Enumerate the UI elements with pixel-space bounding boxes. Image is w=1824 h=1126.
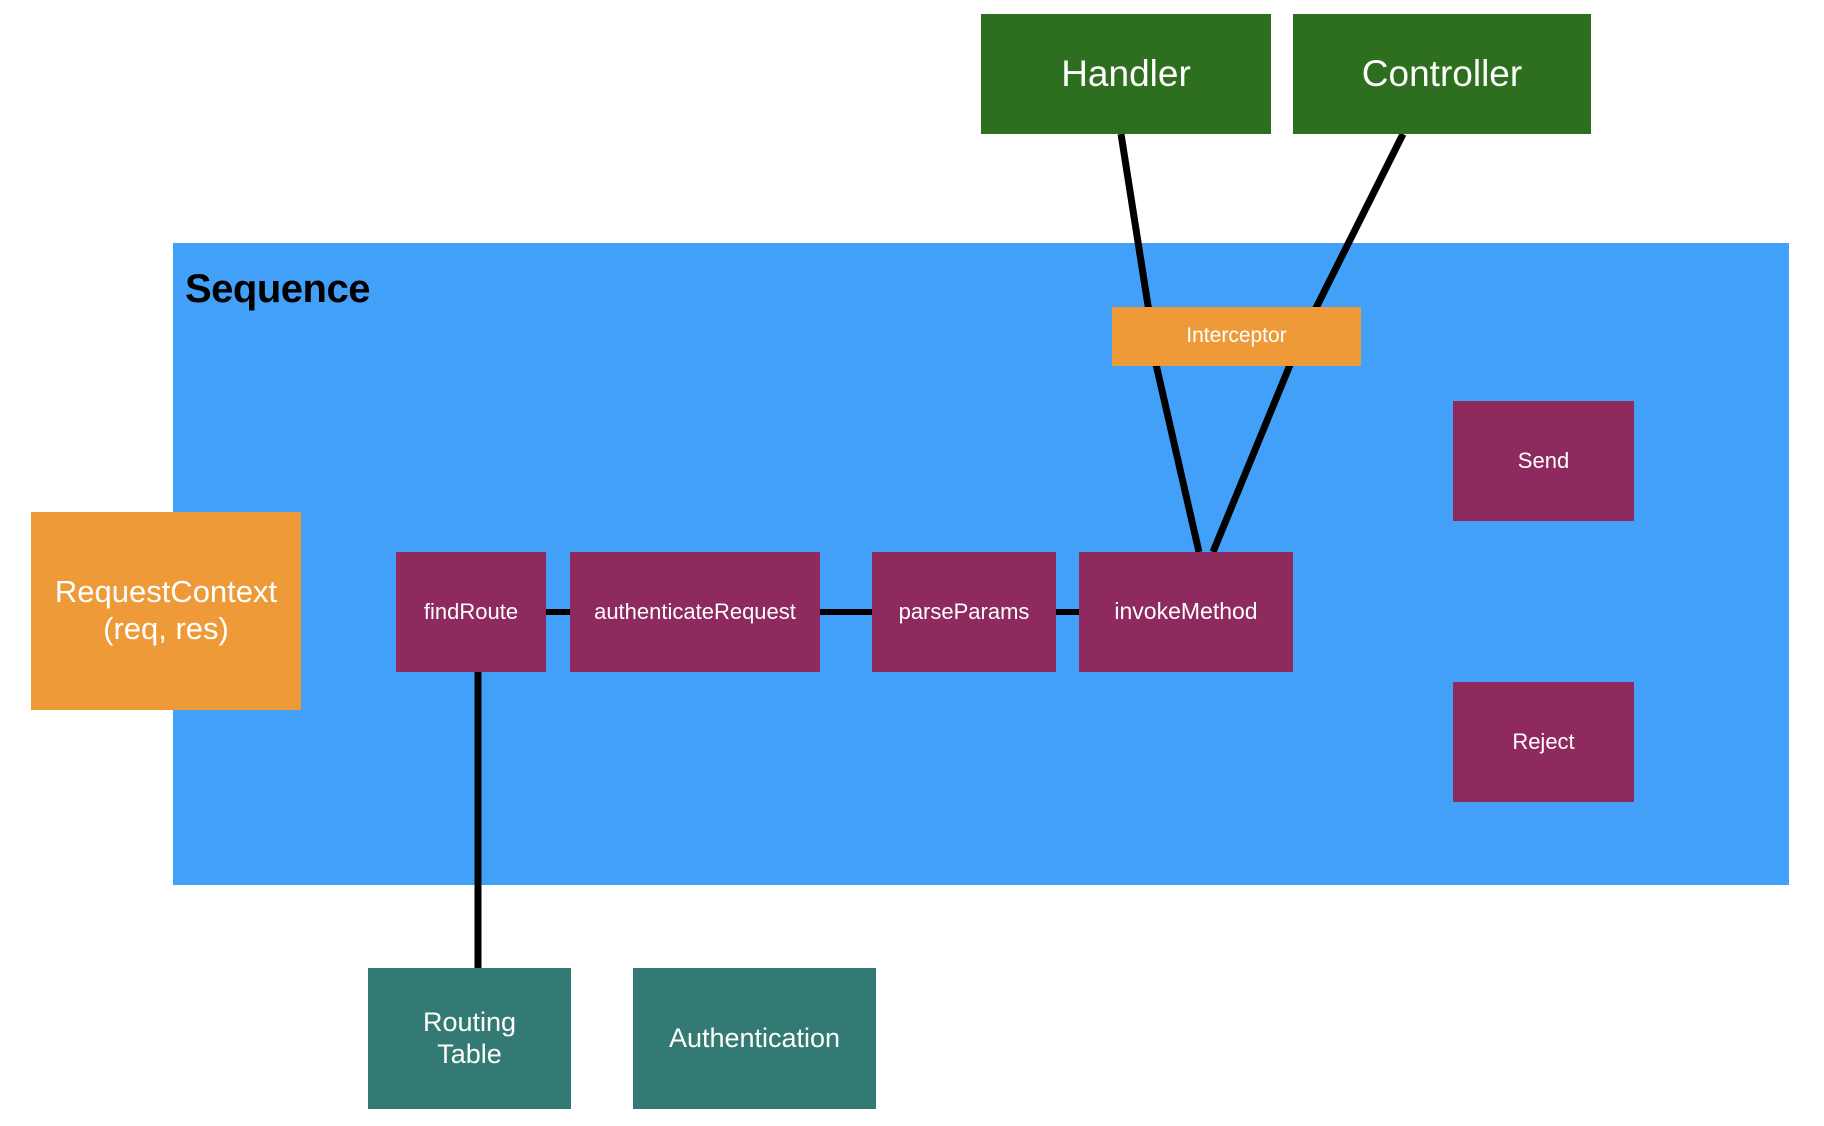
- node-interceptor-label: Interceptor: [1186, 324, 1287, 348]
- node-authentication[interactable]: Authentication: [633, 968, 876, 1109]
- node-handler-label: Handler: [1061, 53, 1191, 95]
- sequence-group-title: Sequence: [185, 267, 370, 311]
- node-interceptor[interactable]: Interceptor: [1112, 307, 1361, 366]
- node-find-route[interactable]: findRoute: [396, 552, 546, 672]
- node-reject[interactable]: Reject: [1453, 682, 1634, 802]
- node-send-label: Send: [1517, 448, 1570, 474]
- node-handler[interactable]: Handler: [981, 14, 1271, 134]
- node-invoke-method[interactable]: invokeMethod: [1079, 552, 1293, 672]
- node-parse-params[interactable]: parseParams: [872, 552, 1056, 672]
- node-reject-label: Reject: [1512, 729, 1575, 755]
- node-controller[interactable]: Controller: [1293, 14, 1591, 134]
- node-parse-params-label: parseParams: [898, 599, 1030, 625]
- node-request-context-label-line1: RequestContext: [54, 574, 278, 610]
- node-routing-table-label-line2: Table: [437, 1038, 502, 1069]
- node-find-route-label: findRoute: [423, 599, 519, 625]
- node-authenticate-request-label: authenticateRequest: [594, 599, 796, 625]
- node-send[interactable]: Send: [1453, 401, 1634, 521]
- node-controller-label: Controller: [1361, 53, 1523, 95]
- node-routing-table[interactable]: Routing Table: [368, 968, 571, 1109]
- node-routing-table-label-line1: Routing: [422, 1006, 517, 1037]
- node-authentication-label: Authentication: [668, 1022, 841, 1053]
- node-request-context-label-line2: (req, res): [103, 611, 229, 646]
- node-request-context[interactable]: RequestContext (req, res): [31, 512, 301, 710]
- node-invoke-method-label: invokeMethod: [1114, 598, 1258, 625]
- node-authenticate-request[interactable]: authenticateRequest: [570, 552, 820, 672]
